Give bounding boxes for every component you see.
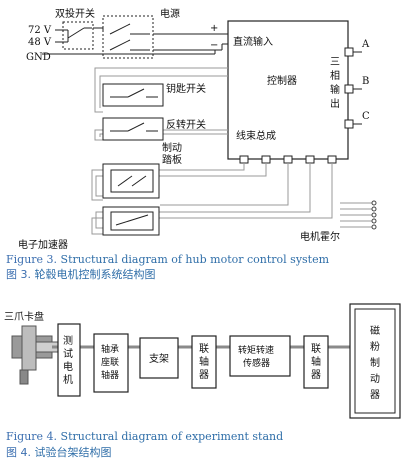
label-three-phase-2: 相 xyxy=(330,69,340,82)
label-reverse-switch: 反转开关 xyxy=(166,118,206,131)
label-coupling1-1: 联 xyxy=(199,343,209,355)
figure-3-caption-en: Figure 3. Structural diagram of hub moto… xyxy=(6,253,329,266)
double-throw-switch-box xyxy=(62,21,94,50)
phase-a-connector xyxy=(344,47,354,57)
chuck-drawing xyxy=(11,325,61,385)
label-coupling2-2: 轴 xyxy=(311,355,321,368)
label-bracket: 支架 xyxy=(149,353,169,365)
figure-3-caption-en-text: Structural diagram of hub motor control … xyxy=(57,253,330,266)
phase-b-connector xyxy=(344,84,354,94)
label-bearing-coupling-3: 轴器 xyxy=(101,369,119,381)
figure-3-caption-en-prefix: Figure 3. xyxy=(6,253,58,266)
figure-4-caption-zh-prefix: 图 4. xyxy=(6,446,31,459)
label-gnd: GND xyxy=(26,52,51,63)
figure-4-caption-zh: 图 4. 试验台架结构图 xyxy=(6,446,112,459)
label-72v: 72 V xyxy=(28,25,52,36)
figure-4-svg: 测 试 电 机 轴承 座联 轴器 支架 联 轴 器 转矩转速 传感器 联 轴 器… xyxy=(4,303,401,419)
label-brake-3: 制 xyxy=(370,356,380,369)
label-bearing-coupling-1: 轴承 xyxy=(101,343,119,355)
figure-4-caption-en-prefix: Figure 4. xyxy=(6,430,58,443)
label-bearing-coupling-2: 座联 xyxy=(101,356,119,368)
figure-4-diagram: 测 试 电 机 轴承 座联 轴器 支架 联 轴 器 转矩转速 传感器 联 轴 器… xyxy=(0,296,417,436)
label-motor-2: 试 xyxy=(63,347,73,360)
label-brake-4: 动 xyxy=(370,373,380,385)
figure-4-caption-en-text: Structural diagram of experiment stand xyxy=(57,430,284,443)
label-wiring-harness: 线束总成 xyxy=(236,129,276,142)
label-motor-4: 机 xyxy=(63,373,73,386)
label-chuck: 三爪卡盘 xyxy=(4,310,44,323)
phase-c-connector xyxy=(344,119,354,129)
label-48v: 48 V xyxy=(28,37,52,48)
figure-3-caption-zh-prefix: 图 3. xyxy=(6,268,31,281)
figure-3-svg: 双投开关 电源 72 V 48 V GND + − 直流输入 控制器 三 相 输… xyxy=(18,7,377,251)
label-coupling2-3: 器 xyxy=(311,369,321,381)
label-controller: 控制器 xyxy=(267,74,297,87)
figure-3-caption-zh-text: 轮毂电机控制系统结构图 xyxy=(31,268,156,281)
label-three-phase-1: 三 xyxy=(330,57,340,68)
label-torque-sensor-1: 转矩转速 xyxy=(238,344,274,356)
label-three-phase-3: 输 xyxy=(330,83,340,96)
label-brake-1: 磁 xyxy=(370,324,380,337)
bracket-box xyxy=(139,337,179,379)
label-brake-2: 粉 xyxy=(370,340,380,353)
label-plus: + xyxy=(210,23,218,34)
figure-4-caption-en: Figure 4. Structural diagram of experime… xyxy=(6,430,283,443)
label-minus: − xyxy=(210,40,218,51)
label-phase-a: A xyxy=(361,39,370,50)
figure-4-caption-zh-text: 试验台架结构图 xyxy=(31,446,112,459)
label-motor-3: 电 xyxy=(63,360,73,373)
label-double-throw-switch: 双投开关 xyxy=(55,7,95,20)
figure-3-diagram: 双投开关 电源 72 V 48 V GND + − 直流输入 控制器 三 相 输… xyxy=(18,7,377,251)
label-dc-input: 直流输入 xyxy=(233,35,273,48)
label-phase-c: C xyxy=(362,111,370,122)
label-three-phase-4: 出 xyxy=(330,97,340,110)
label-coupling2-1: 联 xyxy=(311,343,321,355)
label-brake-pedal-1: 制动 xyxy=(162,141,182,154)
label-motor-1: 测 xyxy=(63,334,73,347)
power-switch-box xyxy=(102,15,154,59)
label-coupling1-2: 轴 xyxy=(199,355,209,368)
label-torque-sensor-2: 传感器 xyxy=(243,357,270,369)
label-hall-sensor: 电机霍尔 xyxy=(300,230,340,243)
label-brake-pedal-2: 踏板 xyxy=(162,153,182,166)
torque-speed-sensor-box xyxy=(229,335,291,377)
label-coupling1-3: 器 xyxy=(199,369,209,381)
figure-3-caption-zh: 图 3. 轮毂电机控制系统结构图 xyxy=(6,268,156,281)
label-phase-b: B xyxy=(362,76,369,87)
label-brake-5: 器 xyxy=(370,389,380,401)
coupling-1-box xyxy=(191,335,217,389)
coupling-2-box xyxy=(303,335,329,389)
label-key-switch: 钥匙开关 xyxy=(166,82,206,95)
controller-box xyxy=(227,20,349,160)
magnetic-powder-brake-box xyxy=(349,303,401,419)
label-accelerator: 电子加速器 xyxy=(18,238,68,251)
bearing-coupling-box xyxy=(93,333,129,393)
label-power: 电源 xyxy=(160,7,180,20)
test-motor-box xyxy=(57,323,81,397)
